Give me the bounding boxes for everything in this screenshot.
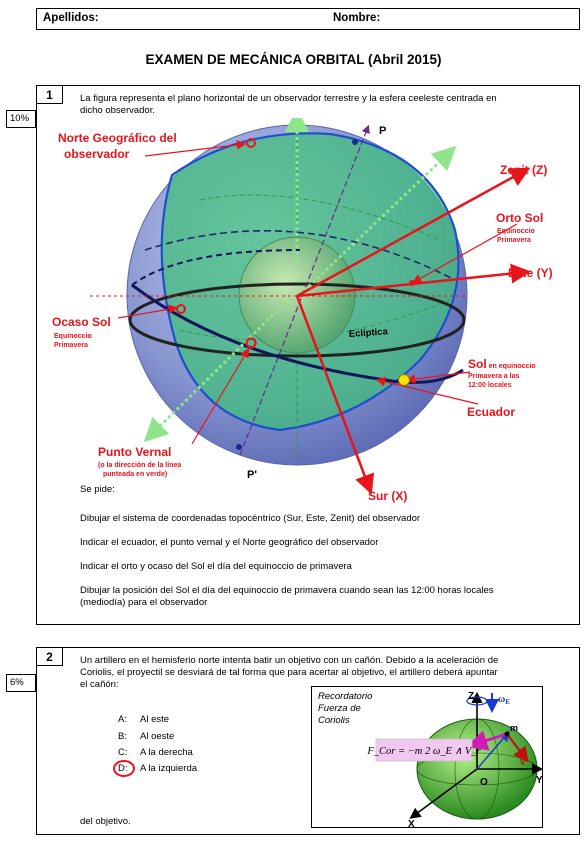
question-1-intro: La figura representa el plano horizontal… xyxy=(80,93,560,117)
sun-icon xyxy=(398,374,410,386)
sun-label-main: Sol xyxy=(468,357,487,371)
south-axis xyxy=(295,295,375,495)
task-1: Dibujar el sistema de coordenadas topocé… xyxy=(80,513,421,524)
ocaso-sub-1: Equinoccio xyxy=(54,333,92,340)
east-label: Este (Y) xyxy=(508,266,553,280)
coriolis-caption: Recordatorio Fuerza de Coriolis xyxy=(318,691,372,727)
axis-z-label: Z xyxy=(468,691,474,702)
task-2: Indicar el ecuador, el punto vernal y el… xyxy=(80,537,379,548)
question-2-weight: 6% xyxy=(6,674,36,692)
option-text: A la derecha xyxy=(140,747,193,758)
orto-sub-1: Equinoccio xyxy=(497,228,535,235)
origin-label: O xyxy=(480,777,488,788)
sun-label-2: Primavera a las xyxy=(468,373,519,380)
task-4: Dibujar la posición del Sol el día del e… xyxy=(80,585,494,596)
question-2-box: 2 xyxy=(36,647,580,835)
north-label-2: observador xyxy=(64,147,130,161)
task-4-cont: (mediodía) para el observador xyxy=(80,597,208,608)
option-key: C: xyxy=(118,747,128,758)
vernal-sub-1: (o la dirección de la línea xyxy=(98,462,181,469)
axis-y-label: Y xyxy=(536,775,543,786)
pole-p-label: P xyxy=(379,125,386,137)
vernal-label: Punto Vernal xyxy=(98,445,171,459)
ecliptic-band xyxy=(128,282,466,358)
name-label: Nombre: xyxy=(333,12,381,24)
coriolis-formula-box xyxy=(375,738,473,762)
option-key: A: xyxy=(118,714,127,725)
omega-subscript: E xyxy=(505,698,510,706)
student-header: Apellidos: Nombre: xyxy=(36,8,580,30)
axis-x-label: X xyxy=(408,819,415,829)
omega-symbol: ω xyxy=(498,694,505,705)
velocity-label: V xyxy=(520,758,526,767)
option-text: A la izquierda xyxy=(140,763,198,774)
coriolis-formula: F_Cor = −m 2 ω_E ∧ V_r xyxy=(366,746,481,757)
ecliptic-label: Eclíptica xyxy=(348,326,388,340)
caption-line: Recordatorio xyxy=(318,691,373,702)
coriolis-diagram: F_Cor = −m 2 ω_E ∧ V_r Z Y X O m V ωE xyxy=(366,691,544,829)
orto-label: Orto Sol xyxy=(496,211,543,225)
option-c[interactable]: C: A la derecha xyxy=(118,747,193,758)
sun-label-3: 12:00 locales xyxy=(468,382,512,389)
north-marker xyxy=(246,138,256,148)
south-label: Sur (X) xyxy=(368,489,407,503)
option-key: B: xyxy=(118,731,127,742)
zenit-axis xyxy=(296,167,531,298)
q2-line: Un artillero en el hemisferio norte inte… xyxy=(80,655,499,666)
option-a[interactable]: A: Al este xyxy=(118,714,169,725)
caption-line: Coriolis xyxy=(318,715,350,726)
equator-label: Ecuador xyxy=(467,405,515,419)
exam-title: EXAMEN DE MECÁNICA ORBITAL (Abril 2015) xyxy=(145,52,442,67)
celestial-sphere-diagram: Norte Geográfico del observador P Zenit … xyxy=(52,118,553,503)
vernal-point-marker xyxy=(245,337,257,349)
question-1-box: 1 xyxy=(36,85,580,625)
question-1-weight: 10% xyxy=(6,110,36,128)
equator-line xyxy=(131,283,464,384)
option-b[interactable]: B: Al oeste xyxy=(118,731,174,742)
q2-line: Coriolis, el proyectil se desviará de ta… xyxy=(80,667,498,678)
intro-line: La figura representa el plano horizontal… xyxy=(80,93,497,104)
pole-p-prime-label: P' xyxy=(247,469,257,481)
task-3: Indicar el orto y ocaso del Sol el día d… xyxy=(80,561,352,572)
question-2-ending: del objetivo. xyxy=(80,816,131,827)
question-1-number: 1 xyxy=(37,86,63,104)
omega-label: ωE xyxy=(498,694,510,706)
ocaso-sub-2: Primavera xyxy=(54,342,88,349)
sun-label-sub: en equinoccio xyxy=(487,363,536,370)
vernal-sub-2: punteada en verde) xyxy=(103,471,167,478)
question-2-number: 2 xyxy=(37,648,63,666)
se-pide-label: Se pide: xyxy=(80,484,115,495)
coriolis-reminder-box: Recordatorio Fuerza de Coriolis F_Cor = … xyxy=(311,686,544,829)
q2-line: el cañón: xyxy=(80,679,119,690)
sun-label: Sol en equinoccio xyxy=(468,357,536,371)
ocaso-label: Ocaso Sol xyxy=(52,315,111,329)
orto-sub-2: Primavera xyxy=(497,237,531,244)
zenit-label: Zenit (Z) xyxy=(500,163,547,177)
surname-label: Apellidos: xyxy=(43,12,99,24)
caption-line: Fuerza de xyxy=(318,703,361,714)
option-text: Al oeste xyxy=(140,731,175,742)
selected-option-circle xyxy=(113,760,135,777)
question-2-text: Un artillero en el hemisferio norte inte… xyxy=(80,655,560,691)
option-text: Al este xyxy=(140,714,170,725)
north-label-1: Norte Geográfico del xyxy=(58,131,177,145)
intro-line: dicho observador. xyxy=(80,105,155,116)
mass-label: m xyxy=(510,723,518,733)
